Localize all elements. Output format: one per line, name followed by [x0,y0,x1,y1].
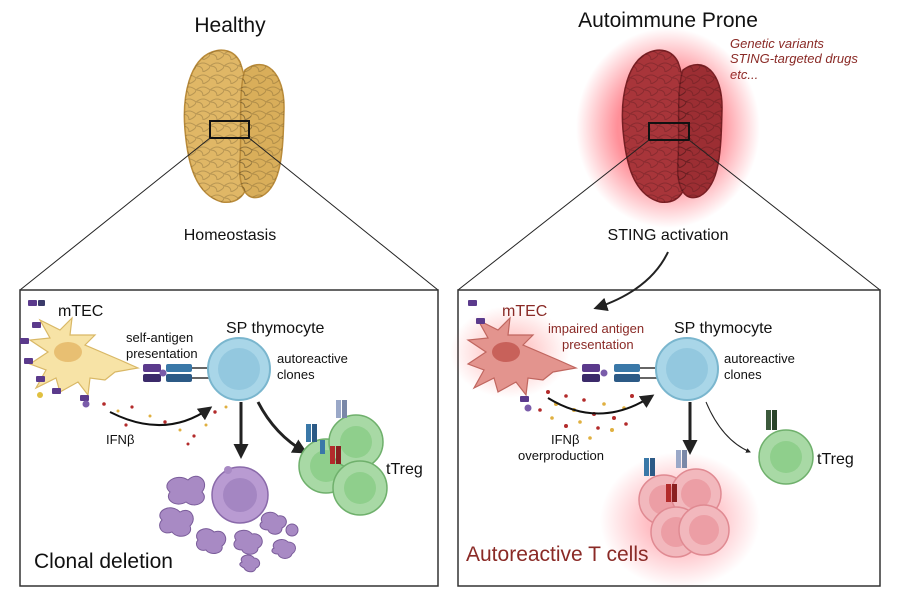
prone-autoreactive-line1: autoreactive [724,351,795,366]
healthy-treg-cluster [298,400,388,516]
prone-treg-cell [758,410,814,485]
healthy-treg-arrow [256,401,308,454]
prone-autoreactive-line2: clones [724,367,762,382]
prone-ifnb-line1: IFNβ [551,432,579,447]
healthy-treg-label: tTreg [386,461,423,478]
trigger-genetic-variants: Genetic variants [730,36,824,51]
healthy-thymus [183,49,285,203]
healthy-apoptotic-cell [159,466,299,573]
autoreactive-tcell-cluster [638,450,730,558]
zoom-box [209,120,250,139]
sting-activation-arrow [593,251,669,312]
prone-ifnb-line2: overproduction [518,448,604,463]
prone-thymus [621,49,723,203]
healthy-mtec-label: mTEC [58,303,103,320]
healthy-mtec-cell [20,300,212,408]
healthy-ifnb-particles [102,402,228,446]
healthy-title: Healthy [194,14,266,37]
prone-thymocyte-label: SP thymocyte [674,320,773,337]
prone-trigger-list: Genetic variants STING-targeted drugs et… [730,36,858,82]
prone-zoom-box [648,122,690,141]
prone-presentation-line1: impaired antigen [548,321,644,336]
prone-mtec-label: mTEC [502,303,547,320]
prone-outcome-label: Autoreactive T cells [466,543,648,566]
healthy-thymocyte-label: SP thymocyte [226,320,325,337]
healthy-outcome-label: Clonal deletion [34,550,173,573]
healthy-state-label: Homeostasis [184,227,276,244]
prone-panel: Autoimmune Prone Genetic variants STING-… [450,9,881,588]
healthy-presentation-line2: presentation [126,346,198,361]
healthy-autoreactive-line1: autoreactive [277,351,348,366]
healthy-ifnb-arrow [109,406,213,427]
prone-treg-arrow [705,401,751,453]
trigger-sting-drugs: STING-targeted drugs [730,51,858,66]
healthy-presentation-line1: self-antigen [126,330,193,345]
prone-treg-label: tTreg [817,451,854,468]
prone-state-label: STING activation [608,227,729,244]
prone-title: Autoimmune Prone [578,9,758,32]
healthy-autoreactive-line2: clones [277,367,315,382]
healthy-ifnb-label: IFNβ [106,432,134,447]
prone-ifnb-arrow [547,394,655,415]
healthy-panel: Healthy Homeostasis [19,14,439,587]
prone-presentation-line2: presentation [562,337,634,352]
